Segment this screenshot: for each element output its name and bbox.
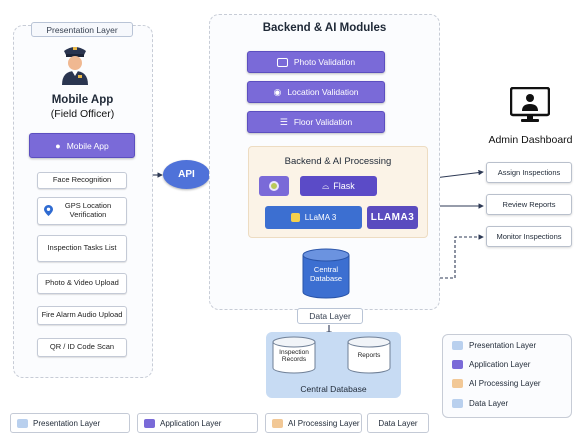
- assign-inspections-button[interactable]: Assign Inspections: [486, 162, 572, 183]
- gps-location-item[interactable]: GPS Location Verification: [37, 197, 127, 225]
- inspection-records-label: Inspection Records: [279, 349, 309, 364]
- floor-validation-label: Floor Validation: [293, 117, 353, 127]
- legend-item-presentation: Presentation Layer: [452, 341, 536, 350]
- mobile-app-button-label: Mobile App: [66, 140, 109, 151]
- legend-label: Presentation Layer: [33, 418, 101, 428]
- flask-label: Flask: [333, 181, 355, 191]
- legend-item-ai-processing: AI Processing Layer: [452, 379, 541, 388]
- reports-label: Reports: [357, 352, 381, 359]
- legend-label: Data Layer: [378, 418, 418, 428]
- legend-label: Application Layer: [160, 418, 222, 428]
- legend-label: AI Processing Layer: [288, 418, 360, 428]
- legend-label: Data Layer: [469, 399, 509, 408]
- legend-swatch: [452, 360, 463, 369]
- legend-swatch: [452, 399, 463, 408]
- police-officer-icon: [59, 43, 91, 85]
- flask-module[interactable]: ⌓ Flask: [300, 176, 377, 196]
- location-validation-label: Location Validation: [287, 87, 359, 97]
- image-icon: [276, 57, 288, 67]
- location-pin-icon: ◉: [273, 86, 282, 97]
- python-icon: [290, 213, 300, 222]
- inspection-tasks-item[interactable]: Inspection Tasks List: [37, 235, 127, 262]
- fire-alarm-audio-item[interactable]: Fire Alarm Audio Upload: [37, 306, 127, 325]
- legend-swatch: [272, 418, 283, 428]
- central-database-title: Central Database: [300, 384, 367, 394]
- llama-module-label: LLaMA 3: [304, 213, 337, 222]
- legend-item-data: Data Layer: [452, 399, 508, 408]
- floor-validation-button[interactable]: ☰ Floor Validation: [247, 111, 385, 133]
- reports-cylinder[interactable]: Reports: [347, 336, 391, 374]
- backend-title: Backend & AI Modules: [262, 22, 387, 34]
- legend-label: Application Layer: [469, 360, 531, 369]
- qr-code-scan-item[interactable]: QR / ID Code Scan: [37, 338, 127, 357]
- llama3-badge[interactable]: LLAMA3: [367, 206, 418, 229]
- mobile-app-heading: Mobile App: [51, 94, 114, 106]
- llama-module[interactable]: LLaMA 3: [265, 206, 362, 229]
- legend-swatch: [144, 418, 155, 428]
- flask-icon: ⌓: [322, 180, 330, 191]
- gps-location-label: GPS Location Verification: [64, 201, 112, 219]
- legend-swatch: [452, 379, 463, 388]
- bottom-legend-presentation: Presentation Layer: [10, 413, 130, 433]
- presentation-layer-title: Presentation Layer: [31, 22, 133, 37]
- bottom-legend-ai-processing: AI Processing Layer: [265, 413, 362, 433]
- bottom-legend-application: Application Layer: [137, 413, 258, 433]
- face-recognition-item[interactable]: Face Recognition: [37, 172, 127, 189]
- ai-module-icon[interactable]: [259, 176, 289, 196]
- legend-label: Presentation Layer: [469, 341, 537, 350]
- user-icon: ●: [55, 140, 61, 151]
- legend-swatch: [452, 341, 463, 350]
- legend-swatch: [17, 418, 28, 428]
- photo-validation-button[interactable]: Photo Validation: [247, 51, 385, 73]
- admin-dashboard-title: Admin Dashboard: [488, 134, 573, 146]
- review-reports-button[interactable]: Review Reports: [486, 194, 572, 215]
- central-database-label: Central Database: [309, 265, 343, 283]
- api-node[interactable]: API: [163, 160, 210, 189]
- ai-processing-title: Backend & AI Processing: [284, 156, 392, 167]
- central-database-cylinder[interactable]: Central Database: [302, 248, 350, 300]
- monitor-inspections-button[interactable]: Monitor Inspections: [486, 226, 572, 247]
- photo-video-upload-item[interactable]: Photo & Video Upload: [37, 273, 127, 294]
- mobile-app-button[interactable]: ● Mobile App: [29, 133, 135, 158]
- layers-icon: ☰: [279, 116, 288, 127]
- monitor-user-icon: [510, 87, 550, 123]
- location-validation-button[interactable]: ◉ Location Validation: [247, 81, 385, 103]
- bottom-legend-data: Data Layer: [367, 413, 429, 433]
- photo-validation-label: Photo Validation: [293, 57, 356, 67]
- inspection-records-cylinder[interactable]: Inspection Records: [272, 336, 316, 374]
- legend-label: AI Processing Layer: [469, 379, 541, 388]
- mobile-app-subheading: (Field Officer): [50, 108, 115, 120]
- legend-item-application: Application Layer: [452, 360, 530, 369]
- location-pin-icon: [44, 205, 53, 216]
- legend-panel: [442, 334, 572, 418]
- data-layer-label: Data Layer: [297, 308, 363, 324]
